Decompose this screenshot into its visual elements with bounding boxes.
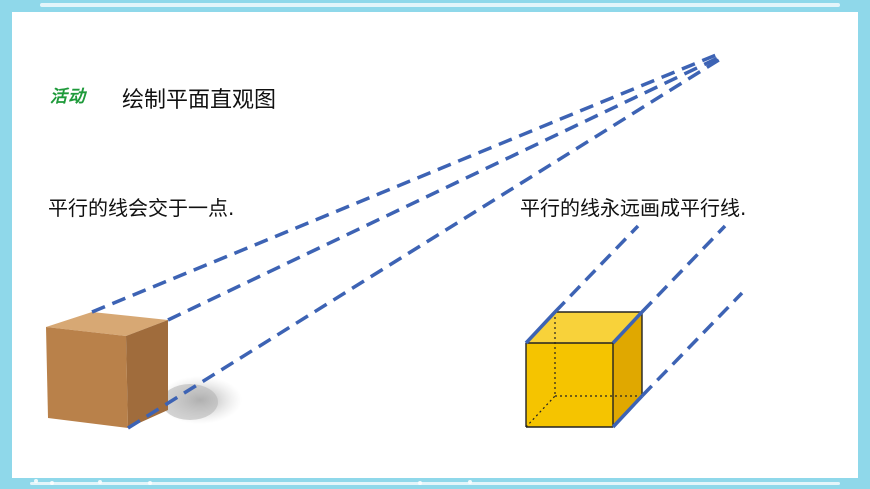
parallel-edge-bottom xyxy=(611,394,644,429)
frame-brush-top xyxy=(40,3,840,7)
parallel-line-1 xyxy=(553,224,640,314)
brown-box-top xyxy=(46,312,168,336)
parallel-line-2 xyxy=(640,224,727,314)
brown-box xyxy=(46,312,168,428)
parallel-line-3 xyxy=(640,291,744,398)
parallel-lines xyxy=(524,224,744,429)
converging-lines xyxy=(91,53,723,430)
activity-title: 绘制平面直观图 xyxy=(122,88,277,113)
box-shadow-core xyxy=(162,384,218,420)
parallel-edge-left xyxy=(524,310,557,345)
converge-line-2 xyxy=(167,55,721,322)
parallel-edge-right xyxy=(611,310,644,345)
yellow-cube-front xyxy=(526,343,613,427)
frame-brush-bottom xyxy=(30,482,840,485)
bottom-decoration xyxy=(34,479,472,485)
brown-box-side xyxy=(126,320,168,428)
caption-converge: 平行的线会交于一点. xyxy=(48,196,235,220)
yellow-cube-side xyxy=(613,312,642,427)
brown-box-front xyxy=(46,327,128,428)
activity-tag: 活动 xyxy=(50,87,86,107)
yellow-cube xyxy=(525,311,644,428)
yellow-cube-top xyxy=(526,312,642,343)
converge-line-1 xyxy=(91,53,717,314)
converge-line-3 xyxy=(127,56,723,430)
caption-parallel: 平行的线永远画成平行线. xyxy=(520,196,747,220)
